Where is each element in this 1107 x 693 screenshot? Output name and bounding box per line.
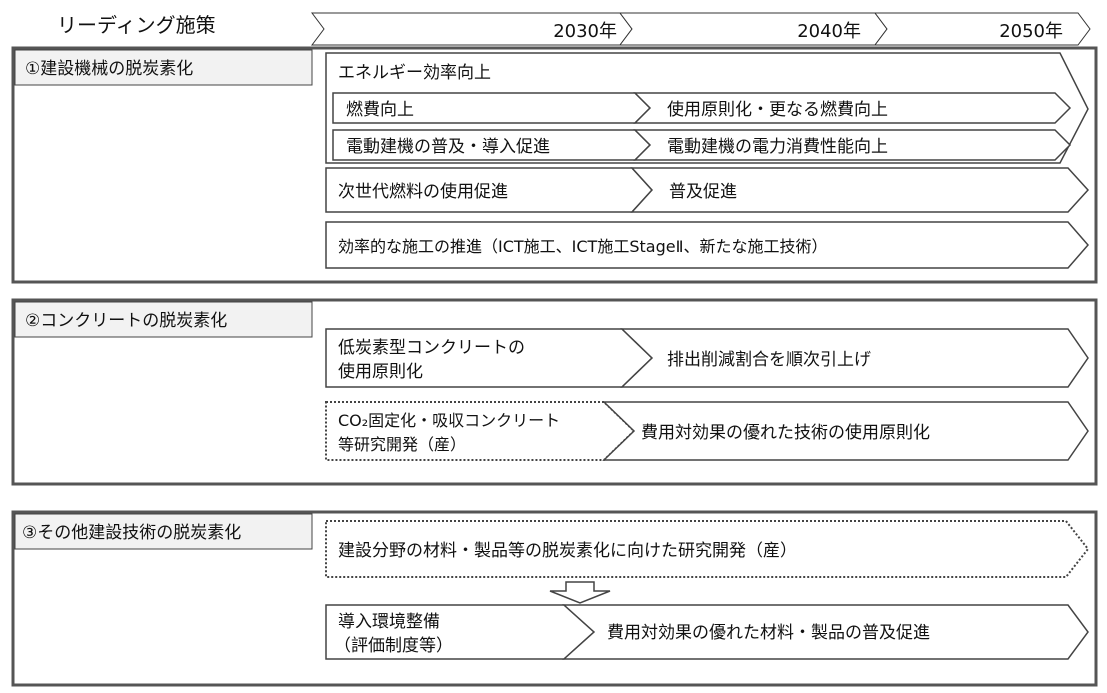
electric-machine-next-arrow: [633, 129, 1072, 161]
section-title: ②コンクリートの脱炭素化: [25, 311, 227, 331]
env-setup-line1: 導入環境整備: [338, 612, 440, 632]
co2-concrete-cost-effective-label: 費用対効果の優れた技術の使用原則化: [641, 422, 930, 443]
section-frame: [11, 46, 1098, 284]
fuel-efficiency-now-label: 燃費向上: [346, 100, 414, 120]
co2-concrete-cost-effective-arrow: [602, 401, 1089, 461]
section-title: ③その他建設技術の脱炭素化: [22, 523, 241, 543]
next-gen-fuel-next-arrow: [630, 167, 1090, 213]
efficient-construction-label: 効率的な施工の推進（ICT施工、ICT施工StageⅡ、新たな施工技術）: [338, 237, 827, 256]
section-frame: [11, 298, 1098, 486]
fuel-efficiency-next-arrow: [633, 92, 1072, 124]
year-2040-label: 2040年: [797, 21, 861, 42]
electric-machine-next-label: 電動建機の電力消費性能向上: [667, 137, 888, 157]
co2-concrete-research-line1: CO₂固定化・吸収コンクリート: [338, 411, 560, 430]
section-title-box: [14, 49, 313, 86]
materials-adoption-arrow: [562, 604, 1089, 660]
materials-adoption-label: 費用対効果の優れた材料・製品の普及促進: [607, 623, 930, 643]
timeline-segment-2050: [874, 12, 1091, 46]
section-title: ①建設機械の脱炭素化: [25, 59, 193, 79]
section-other-technologies: ③その他建設技術の脱炭素化 建設分野の材料・製品等の脱炭素化に向けた研究開発（産…: [11, 510, 1098, 687]
section-title-box: [14, 301, 313, 338]
electric-machine-now-label: 電動建機の普及・導入促進: [346, 137, 550, 157]
efficient-construction-arrow: [325, 221, 1089, 269]
fuel-efficiency-next-label: 使用原則化・更なる燃費向上: [667, 99, 888, 120]
materials-research-label: 建設分野の材料・製品等の脱炭素化に向けた研究開発（産）: [338, 541, 797, 561]
down-arrow-icon: [549, 581, 611, 604]
low-carbon-concrete-now-line2: 使用原則化: [338, 361, 423, 382]
low-carbon-concrete-now-line1: 低炭素型コンクリートの: [338, 338, 525, 358]
next-gen-fuel-next-label: 普及促進: [669, 182, 737, 202]
header-title: リーディング施策: [57, 13, 216, 37]
energy-efficiency-label: エネルギー効率向上: [338, 63, 491, 83]
materials-research-arrow: [325, 520, 1090, 578]
year-2030-label: 2030年: [553, 21, 617, 42]
section-frame: [11, 510, 1098, 687]
section-title-box: [14, 513, 313, 550]
env-setup-line2: （評価制度等）: [334, 636, 453, 656]
low-carbon-concrete-next-arrow: [620, 328, 1089, 388]
co2-concrete-research-line2: 等研究開発（産）: [338, 435, 466, 454]
section-construction-machinery: ①建設機械の脱炭素化 エネルギー効率向上 燃費向上 使用原則化・更なる燃費向上 …: [11, 46, 1098, 284]
low-carbon-concrete-next-label: 排出削減割合を順次引上げ: [667, 350, 871, 370]
year-2050-label: 2050年: [999, 21, 1063, 42]
section-concrete: ②コンクリートの脱炭素化 低炭素型コンクリートの 使用原則化 排出削減割合を順次…: [11, 298, 1098, 486]
next-gen-fuel-now-label: 次世代燃料の使用促進: [338, 181, 508, 202]
